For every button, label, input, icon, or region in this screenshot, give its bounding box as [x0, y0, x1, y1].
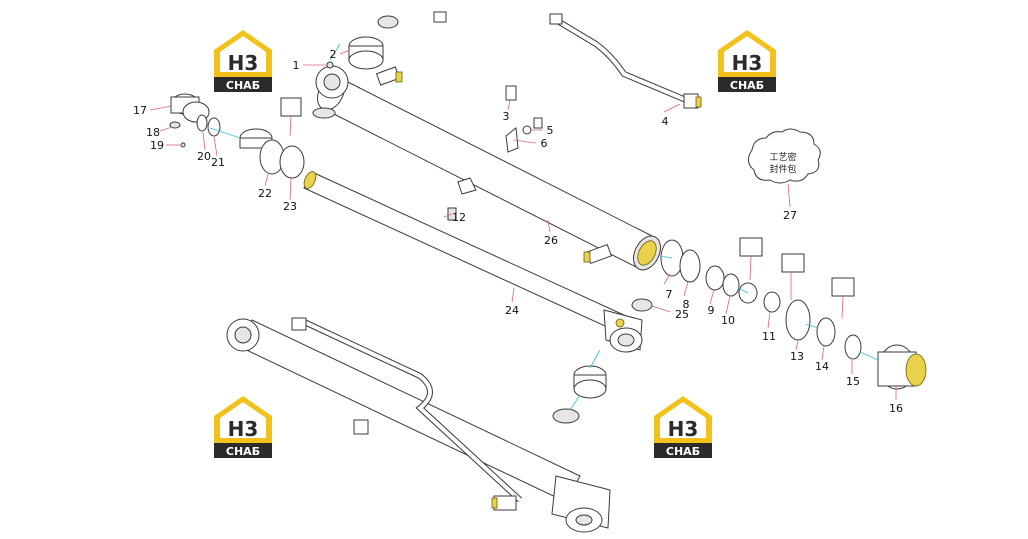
callout-13: 13	[790, 350, 804, 363]
seal-kit-cloud: 工艺密 封件包	[748, 128, 821, 184]
brand-logo-top-left: H3 СНАБ	[214, 30, 272, 92]
callout-9: 9	[708, 304, 715, 317]
callout-22: 22	[258, 187, 272, 200]
callout-7: 7	[666, 288, 673, 301]
callout-3: 3	[503, 110, 510, 123]
left-seal-stack	[169, 93, 305, 179]
upper-small-parts	[326, 15, 543, 221]
piston-rod	[303, 171, 643, 353]
logo-mark: H3	[228, 51, 259, 75]
cloud-line-2: 封件包	[769, 163, 796, 175]
callout-1: 1	[293, 59, 300, 72]
right-seal-stack	[660, 237, 927, 390]
callout-15: 15	[846, 375, 860, 388]
callout-2: 2	[330, 48, 337, 61]
assembled-cylinder	[226, 298, 653, 533]
logo-word: СНАБ	[730, 79, 764, 92]
callout-14: 14	[815, 360, 829, 373]
callout-16: 16	[889, 402, 903, 415]
callout-26: 26	[544, 234, 558, 247]
callout-11: 11	[762, 330, 776, 343]
callout-23: 23	[283, 200, 297, 213]
leader-lines	[149, 49, 897, 400]
logo-word: СНАБ	[226, 79, 260, 92]
brand-logo-bottom-left: H3 СНАБ	[214, 396, 272, 458]
assembly-axis-lines	[209, 43, 879, 411]
callout-27: 27	[783, 209, 797, 222]
logo-word: СНАБ	[666, 445, 700, 458]
callout-5: 5	[547, 124, 554, 137]
cylinder-barrel	[312, 65, 661, 271]
callout-6: 6	[541, 137, 548, 150]
hose-line-3	[433, 11, 553, 116]
logo-word: СНАБ	[226, 445, 260, 458]
callout-4: 4	[662, 115, 669, 128]
logo-mark: H3	[732, 51, 763, 75]
callout-25: 25	[675, 308, 689, 321]
callout-12: 12	[452, 211, 466, 224]
brand-logo-bottom-right: H3 СНАБ	[654, 396, 712, 458]
cloud-line-1: 工艺密	[769, 151, 796, 163]
callout-numbers: 1 2 3 4 5 6 7 8 9 10 11 12 13 14 15 16 1…	[133, 48, 903, 415]
callout-10: 10	[721, 314, 735, 327]
logo-mark: H3	[228, 417, 259, 441]
callout-19: 19	[150, 139, 164, 152]
callout-8: 8	[683, 298, 690, 311]
callout-20: 20	[197, 150, 211, 163]
callout-24: 24	[505, 304, 519, 317]
callout-17: 17	[133, 104, 147, 117]
callout-18: 18	[146, 126, 160, 139]
hose-line-4	[549, 13, 702, 109]
callout-21: 21	[211, 156, 225, 169]
brand-logo-top-right: H3 СНАБ	[718, 30, 776, 92]
logo-mark: H3	[668, 417, 699, 441]
